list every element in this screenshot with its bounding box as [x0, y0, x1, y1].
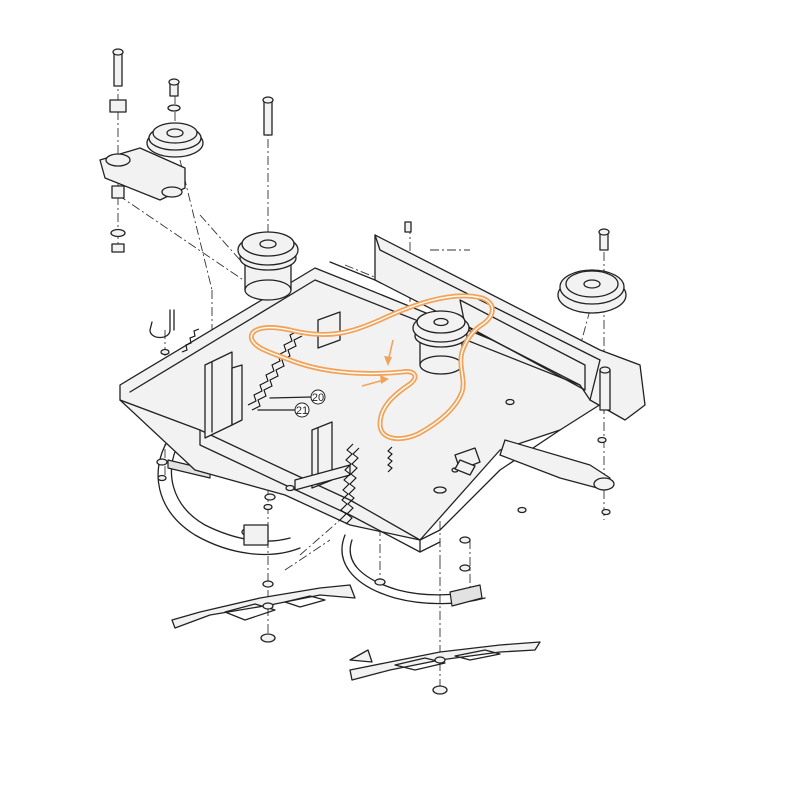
- right-blade-housing: [341, 534, 486, 607]
- right-mower-blade: [349, 641, 541, 681]
- right-spindle-pulley: [557, 228, 627, 314]
- tension-spring-lower: [339, 443, 360, 525]
- j-hook: [149, 309, 175, 339]
- left-mower-blade: [171, 584, 356, 629]
- arrow-right-icon: [361, 375, 389, 387]
- idler-pulley-assembly: [99, 48, 204, 253]
- callout-21: 21: [257, 402, 310, 418]
- deck-plate: [119, 267, 621, 553]
- right-linkage-arm: [499, 366, 615, 491]
- drive-belt: [248, 293, 495, 442]
- center-bracket-post: [294, 421, 351, 491]
- left-spindle-pulley: [237, 96, 299, 301]
- left-bracket-post: [204, 351, 243, 439]
- callout-20: 20: [269, 389, 326, 405]
- arrow-down-icon: [384, 339, 394, 366]
- belt-direction-arrows: [361, 339, 394, 387]
- callout-label-20: 20: [312, 392, 324, 404]
- small-spring-right: [387, 446, 393, 473]
- tension-spring-upper: [247, 330, 303, 411]
- callout-label-21: 21: [296, 405, 308, 417]
- center-spindle-pulley: [404, 221, 470, 375]
- small-spring-left: [181, 328, 200, 353]
